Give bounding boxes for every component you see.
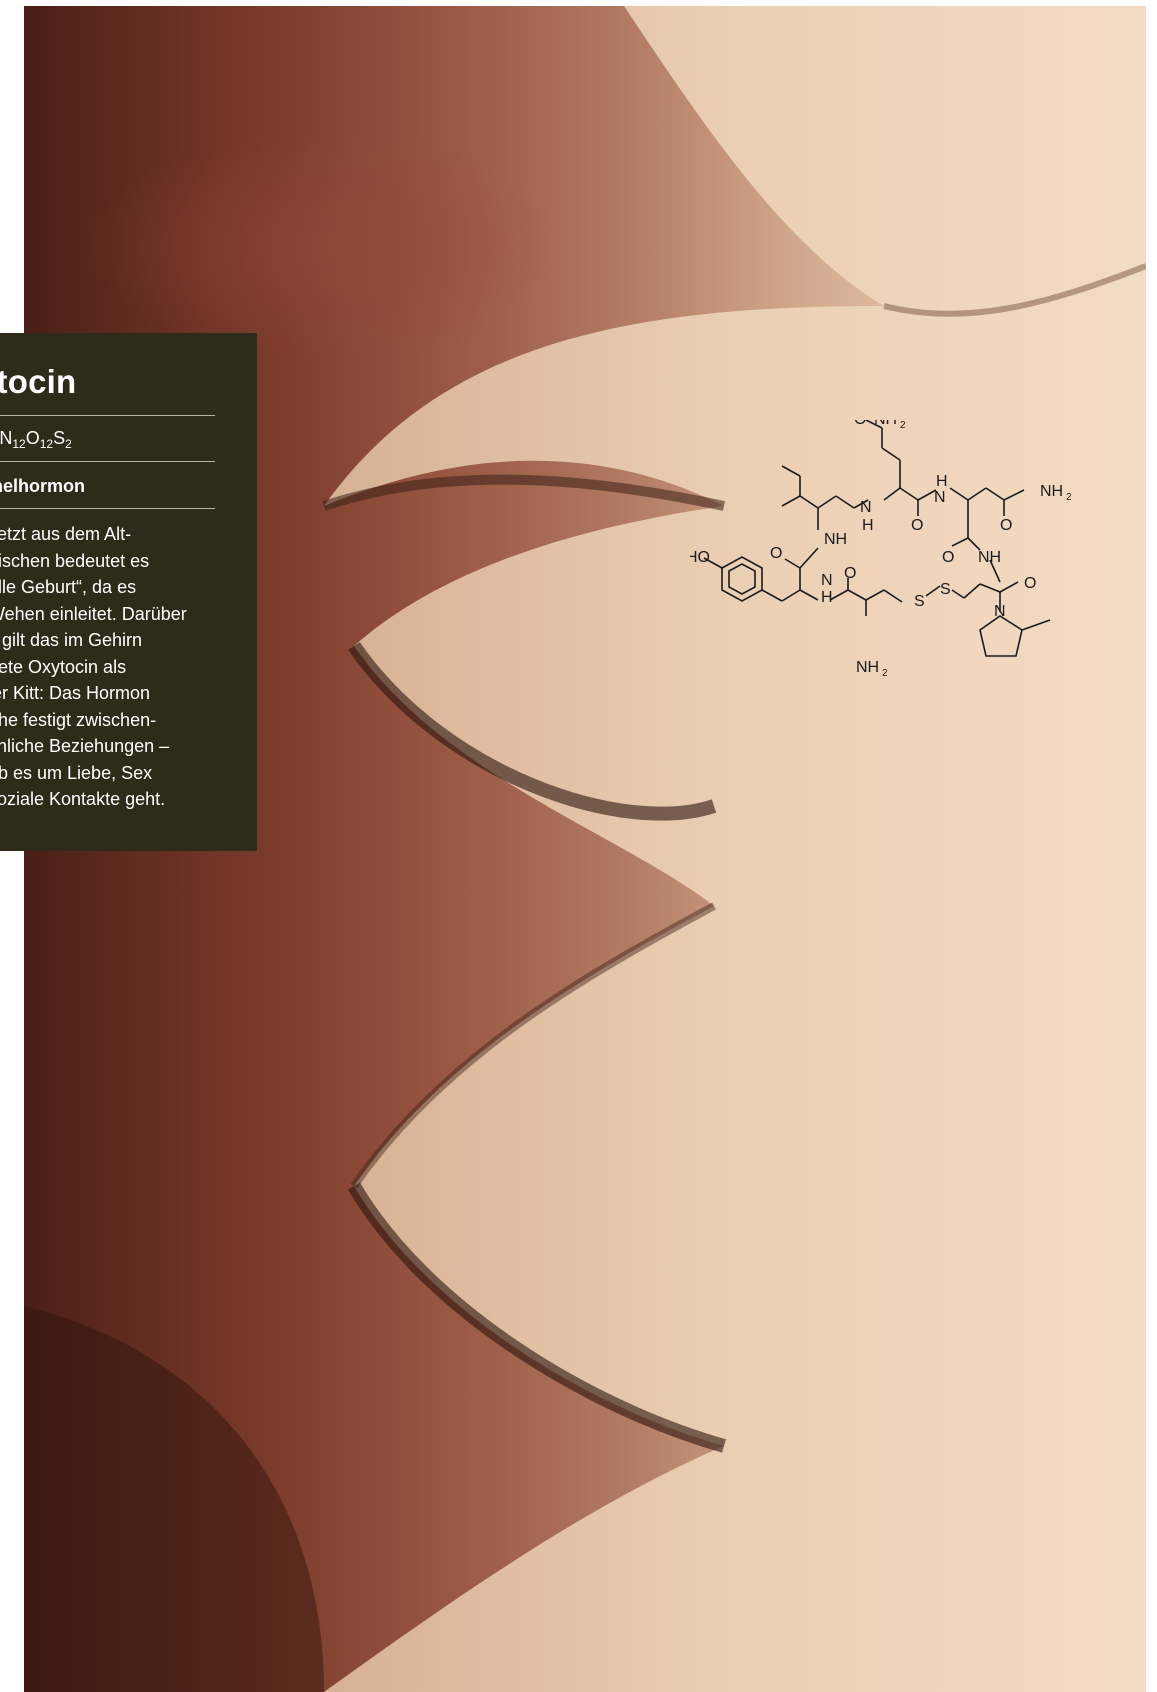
atom-label: NH — [1040, 483, 1063, 500]
info-title: ytocin — [0, 363, 77, 400]
atom-label: 2 — [1066, 492, 1072, 503]
body-line: s gilt das im Gehirn — [0, 630, 143, 650]
atom-label: 2 — [900, 420, 906, 431]
info-box: ytocin 66N12O12S2 chelhormon setzt aus d… — [0, 333, 257, 851]
atom-label: O — [770, 545, 782, 562]
body-line: Wehen einleitet. Darüber — [0, 603, 187, 624]
lips-photo — [24, 6, 1146, 1692]
info-body: setzt aus dem Alt- hischen bedeutet es e… — [0, 521, 214, 813]
atom-label: NH — [856, 659, 879, 676]
body-line: ob es um Liebe, Sex — [0, 762, 153, 783]
divider — [0, 508, 215, 509]
body-line: setzt aus dem Alt- — [0, 524, 132, 544]
atom-label: H — [862, 517, 874, 534]
body-line: dete Oxytocin als — [0, 656, 127, 677]
atom-label: O — [854, 420, 866, 428]
atom-label: O — [1000, 517, 1012, 534]
body-line: soziale Kontakte geht. — [0, 789, 166, 809]
atom-label: N — [994, 603, 1006, 620]
body-line: hischen bedeutet es — [0, 550, 150, 571]
divider — [0, 461, 215, 462]
atom-label: HO — [690, 549, 710, 566]
atom-label: NH — [824, 531, 847, 548]
chemical-formula: 66N12O12S2 — [0, 428, 72, 451]
atom-label: O — [911, 517, 923, 534]
atom-label: N — [821, 572, 833, 589]
atom-label: O — [1024, 575, 1036, 592]
atom-label: 2 — [882, 668, 888, 679]
atom-label: S — [914, 593, 925, 610]
lips-illustration — [24, 6, 1146, 1692]
atom-label: N — [934, 489, 946, 506]
atom-label: S — [940, 581, 951, 598]
oxytocin-structure-diagram: HO O NH 2 NH 2 NH 2 N H O O NH S S N H O… — [690, 420, 1072, 679]
body-line: elle Geburt“, da es — [0, 577, 137, 597]
info-subtitle: chelhormon — [0, 476, 86, 496]
body-line: ler Kitt: Das Hormon — [0, 683, 151, 703]
divider — [0, 415, 215, 416]
atom-label: H — [936, 473, 948, 490]
atom-label: NH — [978, 549, 1001, 566]
atom-label: H — [821, 589, 833, 606]
atom-label: NH — [874, 420, 897, 428]
atom-label: O — [844, 565, 856, 582]
atom-label: N — [860, 499, 872, 516]
body-line: ähe festigt zwischen- — [0, 709, 157, 730]
atom-label: O — [942, 549, 954, 566]
body-line: chliche Beziehungen – — [0, 736, 170, 756]
